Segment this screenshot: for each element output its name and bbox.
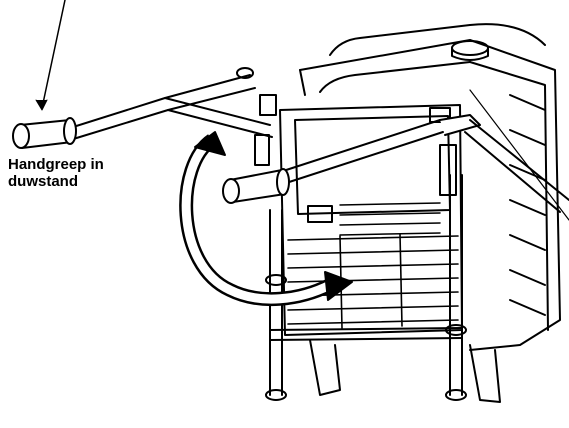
callout-leader-line bbox=[41, 0, 66, 109]
switch bbox=[307, 205, 333, 223]
handle-rear-arm bbox=[69, 67, 273, 141]
front-handle-grip bbox=[222, 168, 290, 204]
callout-label: Handgreep in duwstand bbox=[8, 156, 104, 190]
generator-body bbox=[299, 23, 561, 351]
callout-line-1: Handgreep in bbox=[8, 156, 104, 173]
right-handle-rod bbox=[469, 119, 569, 201]
front-grille bbox=[287, 233, 459, 329]
right-leader-line bbox=[469, 89, 569, 221]
callout-line-2: duwstand bbox=[8, 173, 78, 190]
frame bbox=[265, 174, 501, 403]
rear-handle-grip bbox=[12, 117, 77, 149]
rotation-arrow bbox=[179, 131, 353, 306]
